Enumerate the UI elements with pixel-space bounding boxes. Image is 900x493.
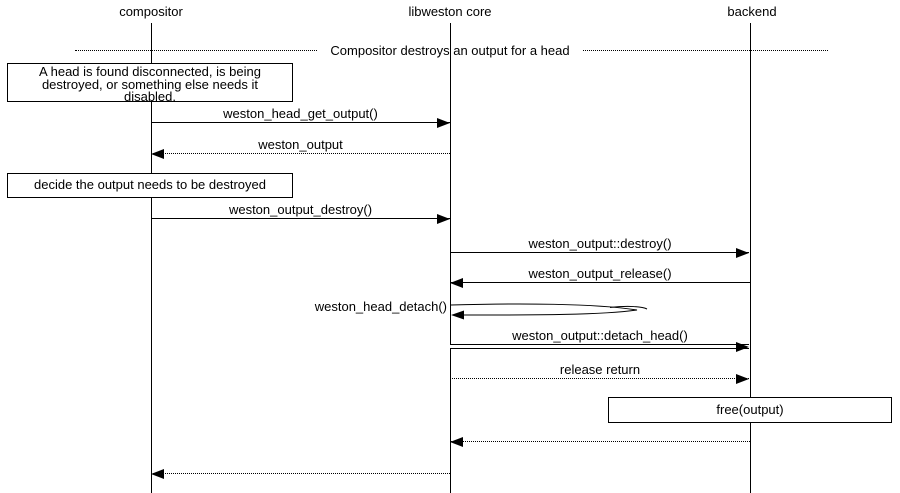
message-label-weston-output-destroy-vfunc: weston_output::destroy() xyxy=(528,236,672,251)
divider-label: Compositor destroys an output for a head xyxy=(330,43,570,58)
arrowhead-left-icon xyxy=(151,469,164,479)
arrowhead-right-icon xyxy=(736,342,749,352)
actor-label-backend: backend xyxy=(727,4,777,19)
note-line: A head is found disconnected, is being xyxy=(39,64,261,79)
arrowhead-left-icon xyxy=(151,149,164,159)
note-line: destroyed, or something else needs it xyxy=(41,76,259,92)
arrowhead-right-icon xyxy=(437,118,450,128)
actor-label-libweston-core: libweston core xyxy=(408,4,492,19)
arrowhead-left-icon xyxy=(450,278,463,288)
arrowhead-right-icon xyxy=(437,214,450,224)
message-arrow-weston-output-detach-head xyxy=(450,342,749,352)
divider-line-left xyxy=(75,50,317,51)
message-label-weston-output-release: weston_output_release() xyxy=(528,266,672,281)
message-arrow-weston-output-destroy-vfunc xyxy=(450,248,749,258)
actor-label-compositor: compositor xyxy=(119,4,183,19)
message-label-weston-output: weston_output xyxy=(258,137,343,152)
message-arrow-weston-head-get-output xyxy=(151,118,450,128)
arrowhead-left-icon xyxy=(450,437,463,447)
arrowhead-right-icon xyxy=(736,248,749,258)
note-line: disabled. xyxy=(123,89,177,104)
message-arrow-return-to-core xyxy=(450,437,750,447)
message-label-weston-output-detach-head: weston_output::detach_head() xyxy=(512,328,688,343)
lifeline-backend xyxy=(750,23,751,493)
lifeline-compositor xyxy=(151,23,152,493)
message-arrow-weston-output-release xyxy=(450,278,750,288)
arrowhead-left-icon xyxy=(451,310,464,320)
message-arrow-release-return xyxy=(450,374,749,384)
message-label-weston-head-get-output: weston_head_get_output() xyxy=(223,106,378,121)
lifeline-libweston-core xyxy=(450,23,451,493)
message-arrow-weston-output-destroy xyxy=(151,214,450,224)
message-arrow-weston-output xyxy=(151,149,450,159)
message-label-weston-output-destroy: weston_output_destroy() xyxy=(228,202,373,217)
note-head-disconnected: A head is found disconnected, is being d… xyxy=(7,63,293,104)
self-message-loop-weston-head-detach xyxy=(450,303,648,320)
note-free-output: free(output) xyxy=(608,397,892,423)
message-label-release-return: release return xyxy=(559,362,641,377)
note-decide-destroy: decide the output needs to be destroyed xyxy=(7,173,293,198)
divider-line-right xyxy=(583,50,828,51)
arrowhead-right-icon xyxy=(736,374,749,384)
message-label-weston-head-detach: weston_head_detach() xyxy=(314,299,447,314)
message-arrow-return-to-compositor xyxy=(151,469,450,479)
